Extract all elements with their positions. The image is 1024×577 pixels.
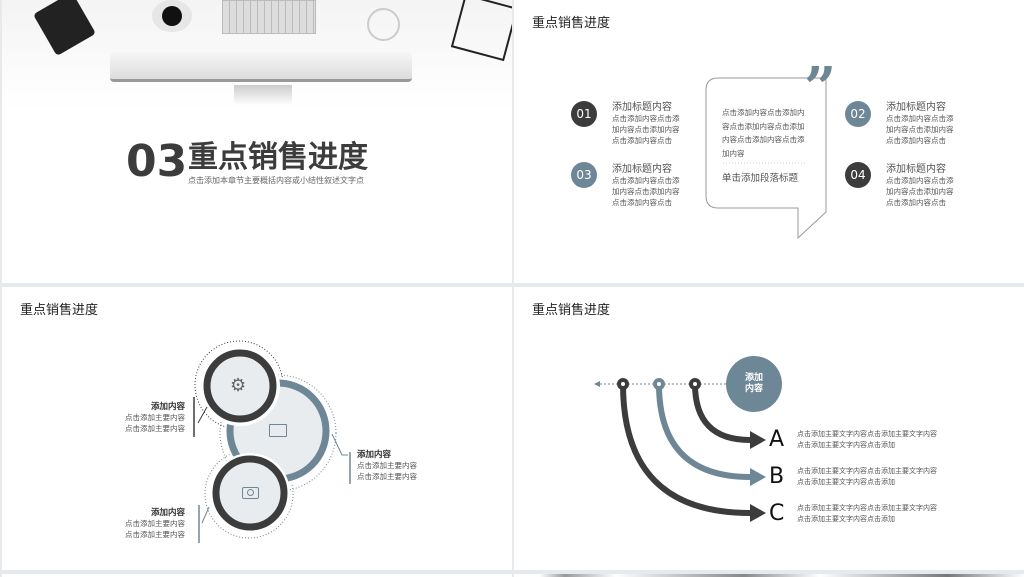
monitor-icon [269,424,287,437]
number-badge-03: 03 [571,162,597,188]
slide-6-thumbnail-partial[interactable] [514,574,1024,577]
item-02: 添加标题内容点击添加内容点击添加内容点击添加内容点击添加内容点击 [886,98,958,146]
row-line: 点击添加主要文字内容点击添加 [797,515,895,523]
arrow-diagram [594,356,782,522]
row-line: 点击添加主要文字内容点击添加 [797,441,895,449]
row-line: 点击添加主要文字内容点击添加 [797,478,895,486]
item-heading: 添加标题内容 [612,102,672,113]
label-line: 点击添加主要内容 [357,461,417,470]
item-heading: 添加标题内容 [886,164,946,175]
speech-bubble [705,77,827,240]
coffee-cup-image [152,0,192,32]
slide-title: 重点销售进度 [532,16,611,31]
item-body: 点击添加内容点击添加内容点击添加内容点击添加内容点击 [612,176,680,207]
slide-2-thumbnail[interactable]: 重点销售进度 ” 点击添加内容点击添加内容点击添加内容点击添加内容点击添加内容点… [514,0,1024,283]
add-content-badge: 添加 内容 [744,373,763,394]
quote-body: 点击添加内容点击添加内容点击添加内容点击添加内容点击添加内容点击添加内容 [722,108,805,158]
section-title: 重点销售进度 [188,140,368,175]
number-badge-02: 02 [845,101,871,127]
plate-image [367,8,400,41]
monitor-stand [234,85,292,105]
item-heading: 添加标题内容 [612,164,672,175]
item-04: 添加标题内容点击添加内容点击添加内容点击添加内容点击添加内容点击 [886,160,958,208]
camera-icon [242,487,259,499]
slide-1-thumbnail[interactable]: 03 重点销售进度 点击添加本章节主要概括内容或小结性叙述文字点 [2,0,512,283]
row-letter: C [769,501,785,526]
quote-heading: 单击添加段落标题 [722,173,799,184]
item-heading: 添加标题内容 [886,102,946,113]
label-right: 添加内容 点击添加主要内容 点击添加主要内容 [357,448,447,482]
keyboard-image [222,0,316,34]
item-body: 点击添加内容点击添加内容点击添加内容点击添加内容点击 [612,114,680,145]
desk-photo [2,0,512,110]
row-letter: A [769,427,785,452]
label-line: 点击添加主要内容 [357,472,417,481]
item-01: 添加标题内容点击添加内容点击添加内容点击添加内容点击添加内容点击 [612,98,684,146]
section-subtitle: 点击添加本章节主要概括内容或小结性叙述文字点 [188,176,364,185]
number-badge-01: 01 [571,101,597,127]
slide-title: 重点销售进度 [532,303,611,318]
item-03: 添加标题内容点击添加内容点击添加内容点击添加内容点击添加内容点击 [612,160,684,208]
phone-image [33,0,96,57]
slide-3-thumbnail[interactable]: 重点销售进度 ⚙ 添加内容 点击添加主要内容 点击添加主要内容 添加内容 点击添… [2,287,512,570]
label-heading: 添加内容 [357,450,392,460]
number-badge-04: 04 [845,162,871,188]
label-bottom-left: 添加内容 点击添加主要内容 点击添加主要内容 [102,506,185,540]
slide-5-thumbnail-partial[interactable] [2,574,512,577]
label-heading: 添加内容 [150,402,185,412]
label-top-left: 添加内容 点击添加主要内容 点击添加主要内容 [102,400,185,434]
row-letter: B [769,464,785,489]
clipboard-image [450,0,512,62]
label-line: 点击添加主要内容 [125,530,185,539]
monitor-image [110,52,412,82]
slide-title: 重点销售进度 [20,303,99,318]
item-body: 点击添加内容点击添加内容点击添加内容点击添加内容点击 [886,176,954,207]
item-body: 点击添加内容点击添加内容点击添加内容点击添加内容点击 [886,114,954,145]
section-number: 03 [126,136,188,187]
slide-4-thumbnail[interactable]: 重点销售进度 添加 内容 A 点击添加主要文字内容点击添加主要文字内容点击添加主… [514,287,1024,570]
gear-icon: ⚙ [230,375,247,396]
row-line: 点击添加主要文字内容点击添加主要文字内容 [797,467,937,475]
label-line: 点击添加主要内容 [125,519,185,528]
circle-diagram [193,340,351,543]
row-line: 点击添加主要文字内容点击添加主要文字内容 [797,504,937,512]
quote-mark-icon: ” [804,55,837,121]
label-line: 点击添加主要内容 [125,424,185,433]
label-heading: 添加内容 [150,508,185,518]
row-line: 点击添加主要文字内容点击添加主要文字内容 [797,430,937,438]
label-line: 点击添加主要内容 [125,413,185,422]
